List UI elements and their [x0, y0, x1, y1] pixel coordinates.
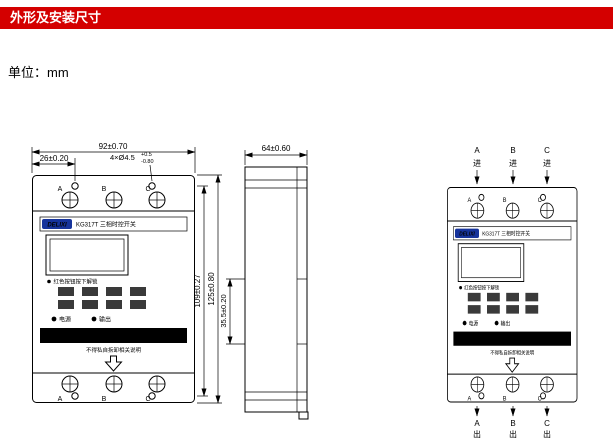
dim-overall-height: 125±0.80 [207, 272, 216, 306]
dim-hole-pitch: 109±0.27 [193, 274, 202, 308]
section-title-bar: 外形及安装尺寸 [0, 7, 613, 29]
wire-in-word-c: 进 [543, 159, 551, 168]
wire-in-word-a: 进 [473, 159, 481, 168]
dim-hole-offset: 26±0.20 [40, 154, 69, 163]
section-title: 外形及安装尺寸 [10, 10, 102, 25]
leader-line [149, 164, 153, 182]
side-outline [244, 166, 308, 413]
wire-out-letter-c: C [544, 419, 550, 428]
dim-holes-tol-upper: +0.5 [141, 152, 152, 158]
dim-overall-width: 92±0.70 [99, 142, 128, 151]
front-view [32, 175, 195, 404]
wire-in-letter-c: C [544, 146, 550, 155]
unit-label: 单位：mm [8, 65, 69, 80]
wire-in-word-b: 进 [509, 159, 517, 168]
wire-in-letter-b: B [510, 146, 515, 155]
wire-out-word-a: 出 [473, 429, 481, 439]
wiring-labels-bottom: A 出 B 出 C 出 [473, 406, 551, 439]
rail-clip-tab [298, 411, 309, 420]
wire-out-word-c: 出 [543, 429, 551, 439]
wire-out-letter-b: B [510, 419, 515, 428]
dim-depth: 64±0.60 [262, 144, 291, 153]
dim-holes: 4×Ø4.5 [110, 153, 135, 162]
wiring-view [446, 187, 578, 404]
wiring-labels-top: A 进 B 进 C 进 [473, 146, 551, 185]
wire-out-letter-a: A [474, 419, 480, 428]
side-view [244, 166, 309, 420]
wire-in-letter-a: A [474, 146, 480, 155]
dim-rail-height: 35.5±0.20 [219, 294, 228, 327]
wire-out-word-b: 出 [509, 429, 517, 439]
dim-holes-tol-lower: -0.80 [141, 159, 154, 165]
